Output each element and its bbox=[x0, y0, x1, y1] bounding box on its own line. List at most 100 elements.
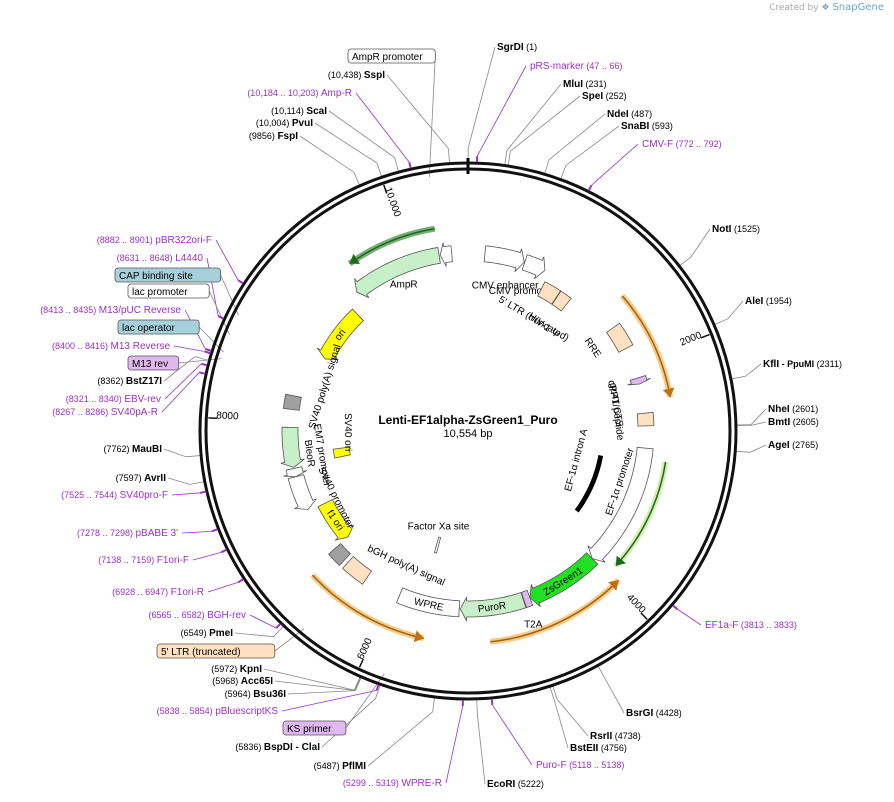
primer-pbr322ori-f-part: (8882 .. 8901) bbox=[97, 235, 156, 245]
boxed-cap-binding-site-label: CAP binding site bbox=[119, 271, 193, 282]
site-pvui-leader bbox=[314, 122, 383, 178]
site-rsrii-part: RsrII bbox=[590, 731, 612, 742]
site-noti-leader bbox=[678, 228, 711, 267]
boxed-lac-operator-label: lac operator bbox=[122, 323, 175, 334]
primer-pbabe-3-leader bbox=[181, 530, 212, 534]
site-ndei: NdeI (487) bbox=[607, 109, 652, 120]
site-bsrgi-leader bbox=[597, 665, 625, 714]
site-bmti-part: BmtI bbox=[768, 417, 790, 428]
primer-pbluescriptks-part: (5838 .. 5854) bbox=[157, 706, 216, 716]
site-sspi: (10,438) SspI bbox=[328, 70, 385, 81]
primer-amp-r-mark bbox=[408, 162, 412, 169]
site-bspdi-leader bbox=[321, 684, 381, 748]
site-nhei-part: NheI bbox=[768, 404, 790, 415]
site-bsteii-part: (4756) bbox=[598, 743, 627, 753]
backbone-outer bbox=[198, 161, 738, 701]
primer-sv40pro-f: (7525 .. 7544) SV40pro-F bbox=[61, 490, 168, 501]
primer-ef1a-f-part: EF1a-F bbox=[705, 620, 738, 631]
site-snabi-part: SnaBI bbox=[621, 121, 650, 132]
site-ecori-part: (5222) bbox=[515, 779, 544, 789]
site-spei-part: SpeI bbox=[582, 91, 603, 102]
site-bsu36i-part: (5964) bbox=[225, 689, 254, 699]
primer-cmv-f-leader bbox=[591, 143, 639, 186]
boxed-ks-primer-box bbox=[282, 720, 347, 736]
arc-arrowhead bbox=[413, 630, 424, 643]
boxed-ampr-promoter-box bbox=[347, 48, 436, 64]
primer-pbr322ori-f-part: pBR322ori-F bbox=[155, 235, 212, 246]
feature-sv40-grey bbox=[328, 542, 351, 566]
site-nhei-leader bbox=[735, 408, 767, 426]
primer-ebv-rev-mark bbox=[201, 362, 208, 367]
primer-prs-marker-part: (47 .. 66) bbox=[584, 61, 623, 71]
primer-sv40pa-r-part: SV40pA-R bbox=[111, 407, 158, 418]
feature-ampr bbox=[354, 247, 441, 299]
site-rsrii-part: (4738) bbox=[612, 731, 641, 741]
feature-cppt-cts-label: cPPT/CTS bbox=[605, 379, 625, 428]
site-kfli: KflI - PpuMI (2311) bbox=[763, 359, 842, 370]
site-kfli-part: (2311) bbox=[814, 359, 842, 369]
site-acc65i-leader bbox=[274, 676, 362, 691]
ruler-label: 10,000 bbox=[382, 186, 402, 219]
primer-f1ori-f-mark bbox=[220, 548, 228, 554]
site-ecori: EcoRI (5222) bbox=[487, 779, 544, 790]
site-acc65i-part: Acc65I bbox=[241, 676, 273, 687]
feature-hiv-1 bbox=[551, 290, 572, 312]
site-nhei-part: (2601) bbox=[790, 404, 819, 414]
site-pvui-part: PvuI bbox=[292, 118, 313, 129]
feature-bgh-poly-a-signal bbox=[342, 555, 373, 585]
feature-cmv-enhancer-label: CMV enhancer bbox=[472, 281, 539, 292]
arc-arrowhead bbox=[615, 555, 626, 566]
primer-f1ori-r-mark bbox=[237, 578, 244, 584]
primer-sv40pro-f-mark bbox=[199, 490, 207, 494]
primer-sv40pa-r-mark bbox=[199, 371, 206, 375]
feature-5-ltr-truncated bbox=[537, 281, 562, 305]
primer-ef1a-f-mark bbox=[672, 604, 679, 611]
feature-puror-label: PuroR bbox=[477, 601, 507, 616]
site-bspdi-part: (5836) bbox=[235, 742, 264, 752]
site-pflmi-part: PflMI bbox=[342, 761, 366, 772]
site-bsu36i-part: Bsu36I bbox=[253, 689, 286, 700]
feature-bleor bbox=[280, 426, 305, 468]
primer-wpre-r-leader bbox=[445, 705, 464, 784]
boxed-m13-rev-box bbox=[127, 355, 180, 371]
site-snabi: SnaBI (593) bbox=[621, 121, 673, 132]
primer-amp-r-part: Amp-R bbox=[321, 88, 352, 99]
site-sgrdi: SgrDI (1) bbox=[497, 42, 537, 53]
primer-amp-r-part: (10,184 .. 10,203) bbox=[247, 88, 321, 98]
feature-ef-1-intron-a bbox=[574, 455, 604, 513]
primer-bgh-rev-part: BGH-rev bbox=[207, 610, 246, 621]
brand-name: SnapGene bbox=[832, 2, 884, 13]
site-bspdi-part: BspDI bbox=[264, 742, 293, 753]
site-ecori-part: EcoRI bbox=[487, 779, 516, 790]
feature-ori-label: ori bbox=[333, 327, 348, 343]
primer-f1ori-r-part: (6928 .. 6947) bbox=[112, 587, 171, 597]
primer-cmv-f-part: CMV-F bbox=[642, 139, 673, 150]
primer-puro-f-mark bbox=[490, 698, 494, 706]
primer-ef1a-f-part: (3813 .. 3833) bbox=[738, 620, 797, 630]
backbone-ring bbox=[198, 161, 738, 701]
primer-wpre-r: (5299 .. 5319) WPRE-R bbox=[343, 778, 442, 789]
feature-f1-ori bbox=[317, 498, 355, 541]
primer-pbabe-3-mark bbox=[211, 528, 218, 533]
site-avrii-leader bbox=[167, 477, 205, 485]
site-snabi-part: (593) bbox=[649, 121, 673, 131]
ruler-tick bbox=[383, 184, 388, 194]
primer-f1ori-f-part: (7138 .. 7159) bbox=[98, 555, 157, 565]
primer-pbluescriptks: (5838 .. 5854) pBluescriptKS bbox=[157, 706, 279, 717]
feature-factor-xa-site-label: Factor Xa site bbox=[408, 522, 470, 533]
primer-sv40pa-r-leader bbox=[161, 372, 200, 413]
site-pvui: (10,004) PvuI bbox=[256, 118, 313, 129]
primer-cmv-f-part: (772 .. 792) bbox=[673, 139, 722, 149]
feature-cmv-enhancer bbox=[483, 245, 525, 273]
site-maubi-part: (7762) bbox=[103, 444, 132, 454]
site-pmei-part: (6549) bbox=[181, 628, 210, 638]
site-sgrdi-part: (1) bbox=[524, 42, 538, 52]
primer-prs-marker-leader bbox=[476, 65, 527, 157]
primer-sv40pro-f-leader bbox=[171, 492, 201, 496]
ruler-tick bbox=[700, 333, 710, 339]
arc-line bbox=[311, 574, 424, 640]
site-acc65i-part: (5968) bbox=[212, 676, 241, 686]
primer-pbabe-3-part: pBABE 3' bbox=[136, 528, 179, 539]
feature-sv40-ori bbox=[332, 446, 351, 459]
